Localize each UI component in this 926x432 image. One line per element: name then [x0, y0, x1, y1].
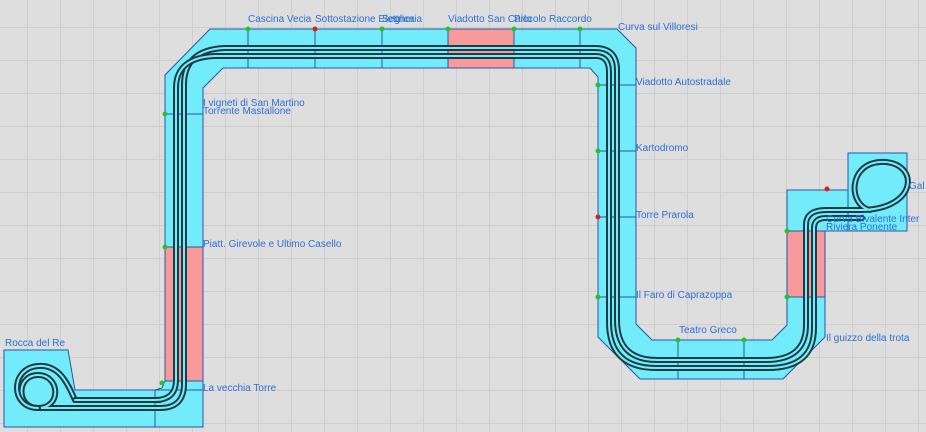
label-sottostazione-elettrica: Sottostazione Elettrica: [315, 14, 415, 25]
sensor-dot[interactable]: [162, 244, 168, 250]
block-rocca-del-re[interactable]: [3, 349, 156, 428]
label-kartodromo: Kartodromo: [636, 143, 689, 154]
sensor-dot[interactable]: [784, 294, 790, 300]
label-gal: Gal: [909, 181, 925, 192]
label-vigneti-san-martino: I vigneti di San Martino: [203, 98, 305, 109]
label-curva-bivalente: Curva Bivalente Inter: [826, 214, 920, 225]
label-riviera-ponente: Riviera Ponente: [826, 222, 898, 233]
sensor-dot[interactable]: [445, 26, 451, 32]
label-viadotto-san-carlo: Viadotto San Carlo: [448, 14, 532, 25]
label-vecchia-torre: La vecchia Torre: [203, 383, 277, 394]
label-rocca-del-re: Rocca del Re: [5, 338, 65, 349]
label-layer: Cascina Vecia Sottostazione Elettrica Se…: [5, 14, 925, 394]
label-curva-sul-villoresi: Curva sul Villoresi: [618, 22, 698, 33]
sensor-dot[interactable]: [675, 337, 681, 343]
sensor-dot[interactable]: [595, 82, 601, 88]
track-rails: [14, 45, 911, 411]
label-guizzo-trota: Il guizzo della trota: [826, 333, 910, 344]
sensor-dot[interactable]: [162, 111, 168, 117]
label-viadotto-autostradale: Viadotto Autostradale: [636, 77, 731, 88]
sensor-dot-active[interactable]: [595, 214, 601, 220]
sensor-dot-active[interactable]: [824, 186, 830, 192]
sensor-dot[interactable]: [245, 26, 251, 32]
sensor-dot[interactable]: [784, 228, 790, 234]
label-torrente-mastallone: Torrente Mastallone: [203, 106, 291, 117]
label-cascina-vecia: Cascina Vecia: [248, 14, 312, 25]
label-piccolo-raccordo: Piccolo Raccordo: [514, 14, 592, 25]
sensor-dot[interactable]: [511, 26, 517, 32]
sensor-dot[interactable]: [577, 26, 583, 32]
sensor-layer: [159, 26, 830, 386]
sensor-dot[interactable]: [379, 26, 385, 32]
sensor-dot[interactable]: [159, 380, 165, 386]
sensor-dot[interactable]: [595, 294, 601, 300]
label-torre-prarola: Torre Prarola: [636, 210, 694, 221]
sensor-dot-active[interactable]: [312, 26, 318, 32]
sensor-dot[interactable]: [741, 337, 747, 343]
sensor-dot[interactable]: [595, 148, 601, 154]
label-segheria: Segheria: [382, 14, 422, 25]
label-piatt-girevole: Piatt. Girevole e Ultimo Casello: [203, 239, 342, 250]
label-teatro-greco: Teatro Greco: [679, 325, 737, 336]
label-faro-caprazoppa: Il Faro di Caprazoppa: [636, 290, 733, 301]
